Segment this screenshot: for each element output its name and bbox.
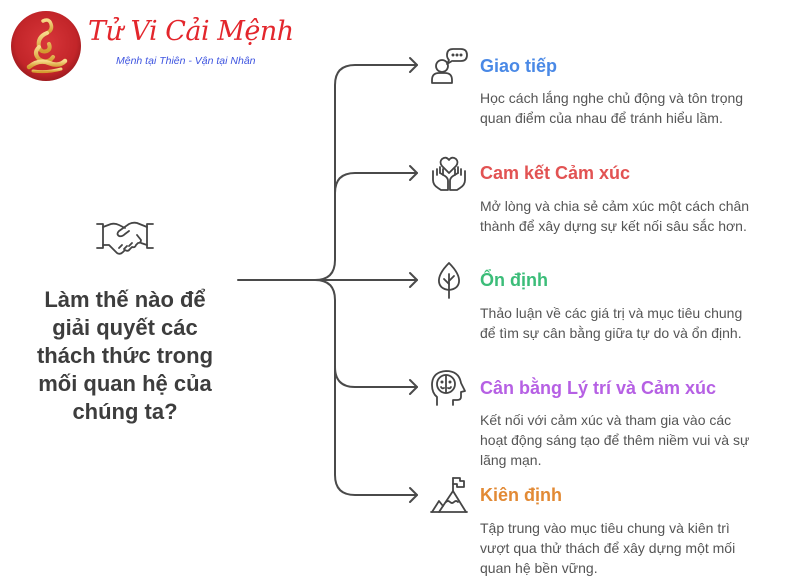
- hands-heart-icon: [432, 156, 466, 191]
- branch-title: Ổn định: [480, 270, 548, 290]
- connector-branch-2: [334, 172, 418, 194]
- branch-title: Cân bằng Lý trí và Cảm xúc: [480, 378, 717, 398]
- branch-description: Học cách lắng nghe chủ động và tôn trọng…: [480, 88, 743, 128]
- tree-leaf-icon: [438, 262, 460, 299]
- description-line: Mở lòng và chia sẻ cảm xúc một cách chân: [480, 198, 750, 214]
- question-line: Làm thế nào để: [44, 287, 206, 312]
- buddha-logo-icon: [11, 11, 81, 81]
- head-mind-icon: [431, 370, 466, 406]
- connector-branch-1: [314, 64, 418, 281]
- branch-title: Kiên định: [480, 485, 562, 505]
- description-line: lãng mạn.: [480, 452, 542, 468]
- description-line: Kết nối với cảm xúc và tham gia vào các: [480, 412, 732, 428]
- description-line: Tập trung vào mục tiêu chung và kiên trì: [480, 520, 730, 536]
- logo-title: Tử Vi Cải Mệnh: [88, 16, 294, 47]
- question-line: mối quan hệ của: [38, 371, 212, 396]
- mountain-flag-icon: [430, 477, 468, 513]
- branch-description: Mở lòng và chia sẻ cảm xúc một cách chân…: [480, 196, 749, 236]
- arrowhead-icon: [409, 487, 418, 503]
- branch-description: Kết nối với cảm xúc và tham gia vào các …: [480, 410, 749, 470]
- description-line: Thảo luận về các giá trị và mục tiêu chu…: [480, 305, 743, 321]
- question-line: thách thức trong: [36, 343, 214, 368]
- arrowhead-icon: [409, 57, 418, 73]
- logo-tagline: Mệnh tại Thiên - Vận tại Nhân: [116, 55, 256, 67]
- description-line: quan điểm của nhau để tránh hiểu lầm.: [480, 110, 723, 126]
- arrowhead-icon: [409, 165, 418, 181]
- person-speech-bubble-icon: [431, 48, 468, 84]
- branch-title: Giao tiếp: [480, 56, 558, 76]
- description-line: hoạt động sáng tạo để thêm niềm vui và s…: [480, 432, 750, 448]
- handshake-icon: [96, 221, 154, 255]
- site-logo[interactable]: Tử Vi Cải Mệnh Mệnh tại Thiên - Vận tại …: [0, 0, 294, 90]
- question-line: chúng ta?: [72, 399, 178, 424]
- connector-branch-4: [334, 366, 418, 388]
- arrowhead-icon: [409, 272, 418, 288]
- question-line: giải quyết các: [52, 315, 198, 340]
- connector-branch-5: [314, 279, 418, 496]
- description-line: thành để xây dựng sự kết nối sâu sắc hơn…: [480, 218, 747, 234]
- central-question: Làm thế nào để giải quyết các thách thức…: [15, 286, 235, 426]
- branch-description: Tập trung vào mục tiêu chung và kiên trì…: [480, 518, 735, 578]
- description-line: Học cách lắng nghe chủ động và tôn trọng: [480, 90, 744, 106]
- description-line: vượt qua thử thách để xây dựng một mối: [480, 540, 736, 556]
- arrowhead-icon: [409, 379, 418, 395]
- description-line: quan hệ bền vững.: [480, 560, 598, 576]
- branch-title: Cam kết Cảm xúc: [480, 163, 631, 183]
- description-line: để tìm sự cân bằng giữa tự do và ổn định…: [480, 325, 742, 341]
- branch-description: Thảo luận về các giá trị và mục tiêu chu…: [480, 303, 742, 343]
